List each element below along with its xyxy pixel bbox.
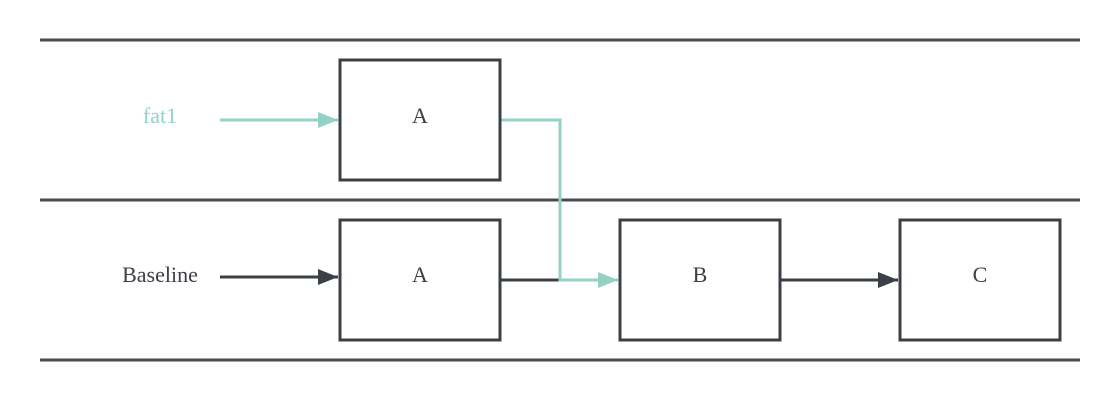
node-baseline-b[interactable]: B: [618, 218, 782, 342]
lane-label-baseline: Baseline: [122, 262, 198, 287]
node-baseline-c[interactable]: C: [898, 218, 1062, 342]
node-label: A: [412, 262, 428, 287]
node-label: C: [973, 262, 988, 287]
edge-fat1-a-to-baseline-b: [501, 118, 618, 288]
lane-label-fat1: fat1: [143, 103, 177, 128]
node-baseline-a[interactable]: A: [338, 218, 502, 342]
node-label: A: [412, 103, 428, 128]
node-label: B: [693, 262, 708, 287]
node-fat1-a[interactable]: A: [338, 58, 502, 182]
